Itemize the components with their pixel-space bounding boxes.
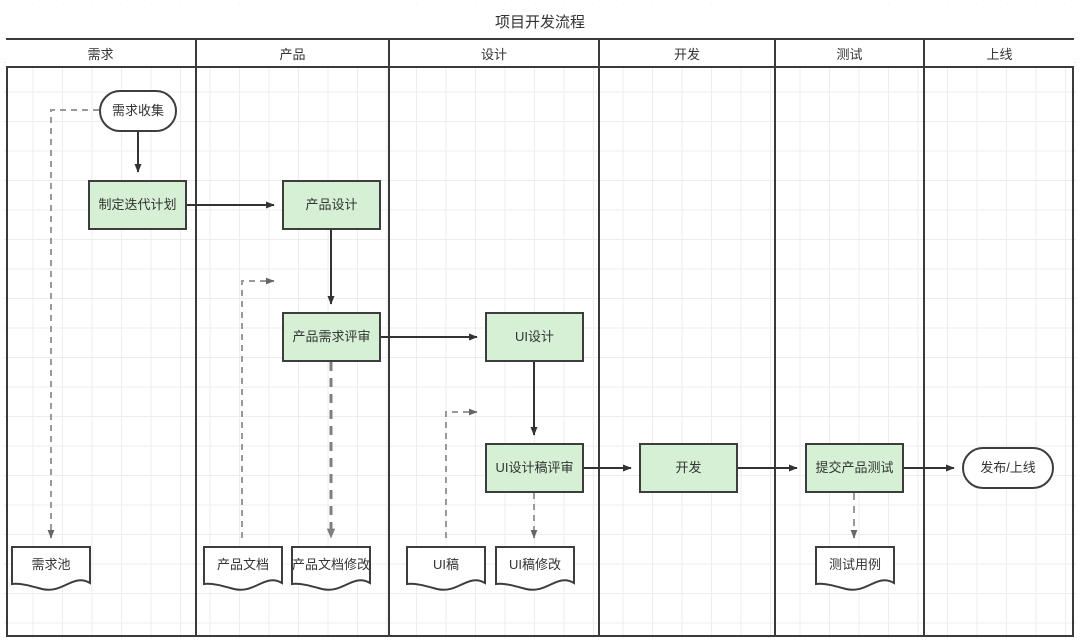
- node-ui-design-label: UI设计: [514, 329, 554, 345]
- lane-header-test[interactable]: 测试: [776, 40, 925, 68]
- lane-divider-5: [923, 68, 925, 637]
- document-shape-icon: [495, 546, 575, 591]
- node-release-label: 发布/上线: [980, 460, 1036, 476]
- node-ui-draft[interactable]: UI稿: [406, 546, 486, 593]
- node-product-review[interactable]: 产品需求评审: [282, 312, 381, 362]
- document-shape-icon: [203, 546, 283, 591]
- document-shape-icon: [291, 546, 371, 591]
- node-submit-test[interactable]: 提交产品测试: [805, 443, 904, 493]
- node-product-doc[interactable]: 产品文档: [203, 546, 283, 593]
- document-shape-icon: [815, 546, 895, 591]
- node-iteration-plan-label: 制定迭代计划: [98, 197, 177, 213]
- lane-header-requirement[interactable]: 需求: [6, 40, 197, 68]
- node-develop[interactable]: 开发: [639, 443, 738, 493]
- lane-divider-3: [598, 68, 600, 637]
- node-requirement-collect-label: 需求收集: [111, 103, 164, 119]
- lane-divider-4: [774, 68, 776, 637]
- node-ui-review[interactable]: UI设计稿评审: [485, 443, 584, 493]
- node-ui-draft-revise[interactable]: UI稿修改: [495, 546, 575, 593]
- node-ui-design[interactable]: UI设计: [485, 312, 584, 362]
- node-iteration-plan[interactable]: 制定迭代计划: [88, 180, 187, 230]
- node-ui-review-label: UI设计稿评审: [495, 460, 574, 476]
- lane-header-product[interactable]: 产品: [197, 40, 390, 68]
- document-shape-icon: [11, 546, 91, 591]
- lane-header-design[interactable]: 设计: [390, 40, 600, 68]
- diagram-title: 项目开发流程: [6, 5, 1074, 40]
- lane-header-dev[interactable]: 开发: [600, 40, 776, 68]
- node-product-review-label: 产品需求评审: [292, 329, 371, 345]
- node-product-design[interactable]: 产品设计: [282, 180, 381, 230]
- node-product-design-label: 产品设计: [305, 197, 358, 213]
- node-release[interactable]: 发布/上线: [962, 447, 1054, 489]
- node-test-case[interactable]: 测试用例: [815, 546, 895, 593]
- document-shape-icon: [406, 546, 486, 591]
- node-submit-test-label: 提交产品测试: [815, 460, 894, 476]
- node-product-doc-revise[interactable]: 产品文档修改: [291, 546, 371, 593]
- node-requirement-pool[interactable]: 需求池: [11, 546, 91, 593]
- lane-header-release[interactable]: 上线: [925, 40, 1074, 68]
- lane-divider-1: [195, 68, 197, 637]
- node-requirement-collect[interactable]: 需求收集: [99, 90, 177, 132]
- node-develop-label: 开发: [675, 460, 702, 476]
- lane-divider-2: [388, 68, 390, 637]
